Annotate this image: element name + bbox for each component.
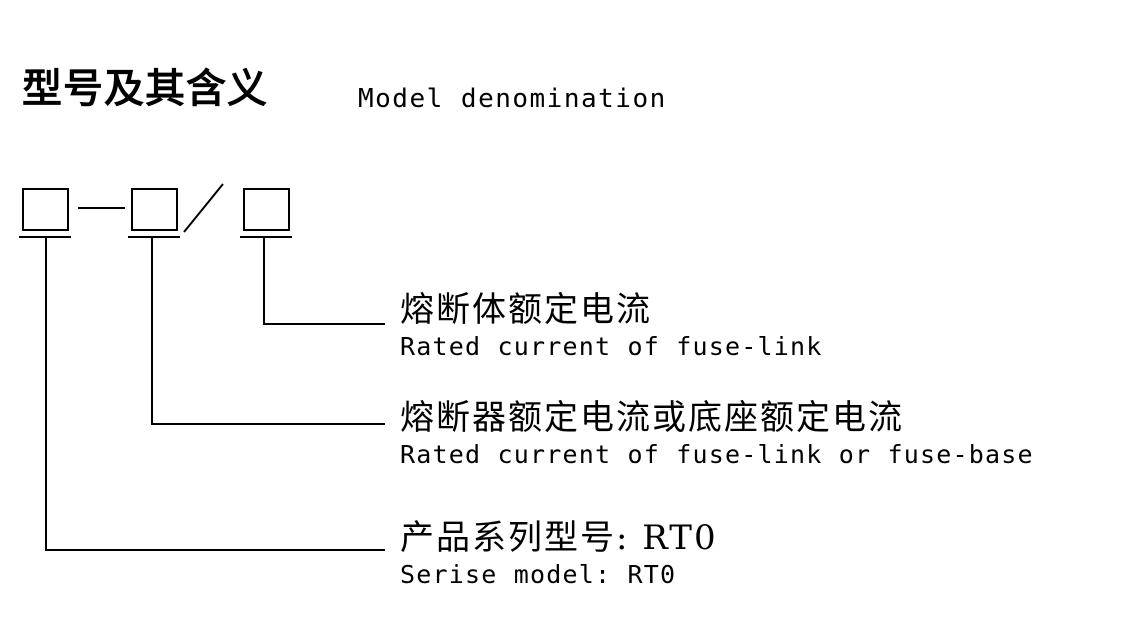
dash-separator-icon	[78, 207, 125, 209]
leader-line-vertical-series	[45, 237, 47, 551]
page-title-en: Model denomination	[358, 84, 667, 114]
description-zh-link-rating: 熔断体额定电流	[400, 290, 652, 330]
description-block-series: 产品系列型号: RT0 Serise model: RT0	[400, 518, 718, 590]
page-title-zh: 型号及其含义	[22, 66, 268, 112]
box-underline-fuse-rating	[128, 236, 180, 238]
description-en-fuse-rating: Rated current of fuse-link or fuse-base	[400, 440, 1034, 469]
leader-line-horizontal-series	[45, 549, 385, 551]
model-code-box-link-rating	[243, 188, 290, 231]
description-en-series: Serise model: RT0	[400, 560, 677, 589]
leader-line-vertical-link-rating	[263, 237, 265, 325]
leader-line-vertical-fuse-rating	[151, 237, 153, 425]
leader-line-horizontal-fuse-rating	[151, 423, 385, 425]
box-underline-link-rating	[240, 236, 292, 238]
model-code-box-fuse-rating	[131, 188, 178, 231]
description-zh-series: 产品系列型号: RT0	[400, 518, 718, 558]
description-block-fuse-rating: 熔断器额定电流或底座额定电流 Rated current of fuse-lin…	[400, 398, 1034, 470]
description-zh-fuse-rating: 熔断器额定电流或底座额定电流	[400, 398, 904, 438]
slash-separator-icon	[183, 183, 224, 233]
model-code-box-series	[22, 188, 69, 231]
leader-line-horizontal-link-rating	[263, 323, 385, 325]
description-block-link-rating: 熔断体额定电流 Rated current of fuse-link	[400, 290, 823, 362]
description-en-link-rating: Rated current of fuse-link	[400, 332, 823, 361]
